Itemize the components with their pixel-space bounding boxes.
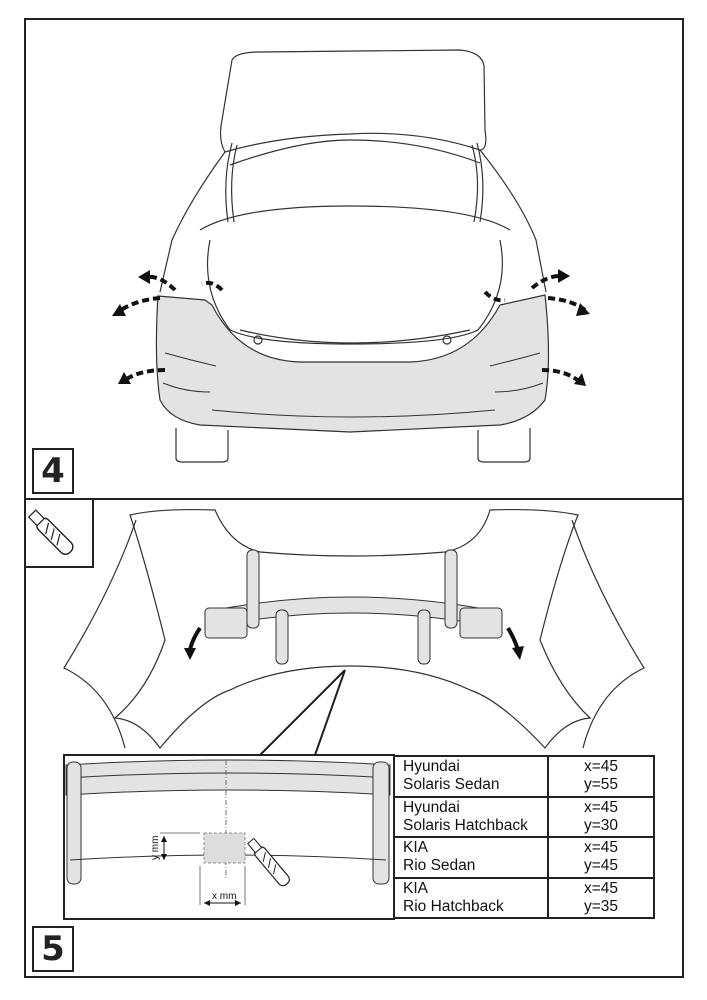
right-upper-mount	[444, 549, 458, 629]
trunk-lid	[219, 49, 487, 153]
bumper-outline-left	[113, 508, 592, 749]
left-bracket	[204, 607, 248, 639]
trunk-opening	[199, 205, 511, 345]
right-strut	[471, 142, 484, 223]
step-4-number: 4	[32, 448, 74, 494]
rear-bumper	[155, 294, 550, 433]
model: Solaris Sedan	[403, 776, 500, 794]
x-value: x=45	[583, 798, 619, 816]
y-dimension-label: y mm	[150, 836, 161, 860]
body-left	[159, 151, 226, 293]
utility-knife-icon	[247, 837, 290, 887]
x-value: x=45	[583, 839, 619, 857]
y-value: y=55	[583, 776, 619, 794]
cut-area	[203, 832, 246, 864]
x-value: x=45	[583, 879, 619, 897]
trunk-lid-edge	[229, 139, 481, 166]
make: KIA	[403, 839, 428, 857]
model: Solaris Hatchback	[403, 816, 528, 834]
y-value: y=35	[583, 897, 619, 915]
y-value: y=45	[583, 857, 619, 875]
make: Hyundai	[403, 798, 460, 816]
x-value: x=45	[583, 758, 619, 776]
tool-indicator-box	[24, 498, 94, 568]
right-wheel	[477, 428, 531, 463]
y-value: y=30	[583, 816, 619, 834]
right-bracket	[459, 607, 503, 639]
left-upper-mount	[246, 549, 260, 629]
utility-knife-icon	[27, 509, 74, 555]
step-5-panel	[24, 498, 684, 978]
left-strut	[225, 142, 238, 223]
model: Rio Sedan	[403, 857, 476, 875]
trunk-sill	[239, 329, 471, 344]
left-wheel	[175, 428, 229, 463]
make: KIA	[403, 879, 428, 897]
make: Hyundai	[403, 758, 460, 776]
model: Rio Hatchback	[403, 897, 504, 915]
left-lower-mount	[275, 609, 289, 665]
step-5-number: 5	[32, 926, 74, 972]
x-dimension-label: x mm	[212, 891, 236, 902]
right-lower-mount	[417, 609, 431, 665]
body-right	[479, 149, 547, 293]
